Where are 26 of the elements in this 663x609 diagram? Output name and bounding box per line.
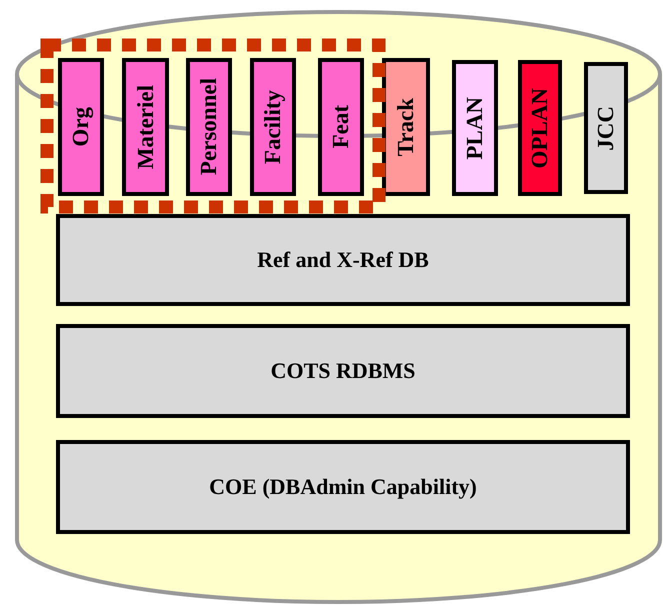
- table-box: [452, 60, 498, 196]
- table-box: [186, 58, 232, 196]
- layer-box: [56, 440, 630, 534]
- layer-box: [56, 214, 630, 306]
- database-cylinder: [14, 8, 663, 606]
- box-label: Ref and X-Ref DB: [257, 247, 429, 273]
- box-label: JCC: [593, 106, 619, 150]
- box-label: Track: [393, 98, 419, 156]
- layer-box: [56, 324, 630, 418]
- table-box: [382, 58, 430, 196]
- table-box: [318, 58, 364, 196]
- table-box: [584, 62, 628, 194]
- table-box: [518, 60, 562, 196]
- box-label: Org: [68, 107, 94, 147]
- box-label: OPLAN: [527, 88, 553, 168]
- box-label: Feat: [328, 105, 354, 149]
- box-label: PLAN: [462, 96, 488, 160]
- table-box: [250, 58, 296, 196]
- table-box: [122, 58, 169, 196]
- box-label: Materiel: [132, 84, 158, 170]
- box-label: COE (DBAdmin Capability): [209, 474, 477, 500]
- box-label: COTS RDBMS: [270, 358, 416, 384]
- box-label: Facility: [260, 90, 286, 164]
- box-label: Personnel: [196, 78, 222, 176]
- table-box: [58, 58, 104, 196]
- dotted-group-outline: [40, 38, 386, 214]
